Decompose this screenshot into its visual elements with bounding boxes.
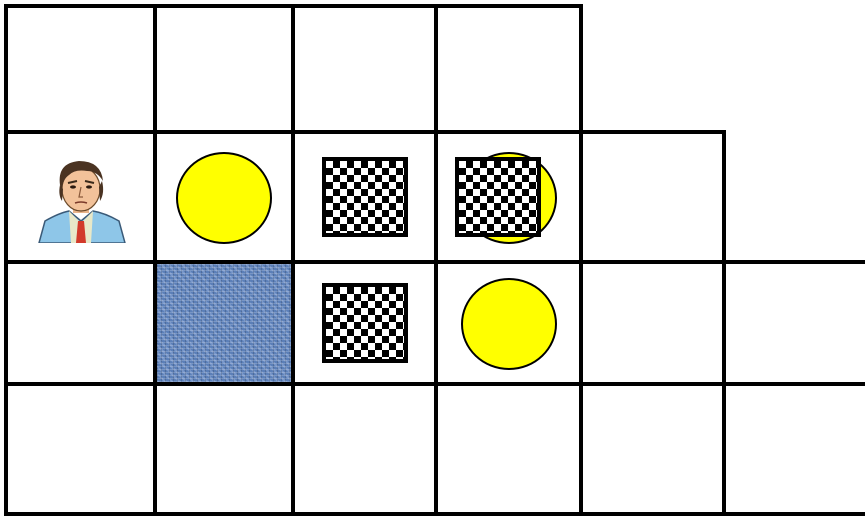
board-cell [434,4,583,134]
player-avatar [35,151,127,243]
box-crate [455,157,541,237]
board-cell [722,382,865,516]
goal-target [461,278,557,370]
board-cell [579,260,726,386]
board-cell [434,382,583,516]
goal-target [176,152,272,244]
board-cell [291,4,438,134]
wall-tile [157,264,291,382]
board-cell [153,4,295,134]
box-crate [322,283,408,363]
board-cell [722,260,865,386]
box-crate [322,157,408,237]
board-cell [153,382,295,516]
board-cell [579,130,726,264]
board-cell [4,4,157,134]
board-cell [4,260,157,386]
board-cell [579,382,726,516]
board-cell [4,382,157,516]
board-cell [291,382,438,516]
wall-cell [153,260,295,386]
